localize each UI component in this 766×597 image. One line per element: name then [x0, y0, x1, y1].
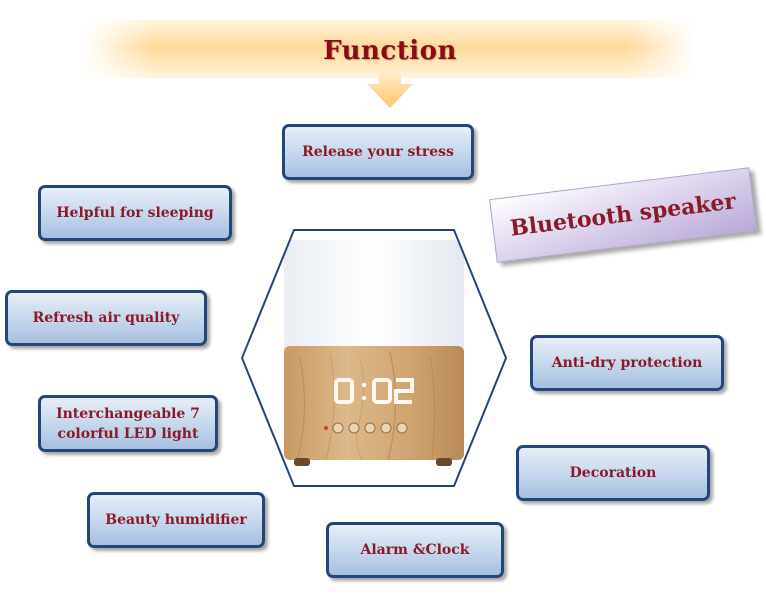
feature-label-line-1: Interchangeable 7	[56, 405, 200, 422]
feature-label: Alarm &Clock	[360, 541, 470, 558]
feature-label: Refresh air quality	[32, 309, 180, 326]
feature-label-line-2: colorful LED light	[57, 425, 199, 442]
banner-arrow-icon	[367, 70, 413, 108]
feature-label: Decoration	[569, 464, 657, 481]
feature-label: Release your stress	[302, 143, 454, 160]
bluetooth-speaker-tag: Bluetooth speaker	[489, 167, 757, 263]
page-title: Function	[323, 36, 457, 66]
feature-beauty-humidifier: Beauty humidifier	[87, 492, 265, 548]
feature-alarm-clock: Alarm &Clock	[326, 522, 504, 578]
title-banner	[84, 20, 696, 78]
feature-label: Helpful for sleeping	[56, 204, 214, 221]
feature-label: Anti-dry protection	[551, 354, 703, 371]
feature-led-light: Interchangeable 7 colorful LED light	[38, 395, 218, 452]
bluetooth-speaker-label: Bluetooth speaker	[508, 188, 738, 242]
feature-refresh-air: Refresh air quality	[5, 290, 207, 346]
clock-display-icon	[334, 378, 414, 404]
feature-decoration: Decoration	[516, 445, 710, 501]
feature-helpful-sleeping: Helpful for sleeping	[38, 185, 232, 241]
feature-label: Beauty humidifier	[105, 511, 247, 528]
feature-release-stress: Release your stress	[282, 124, 474, 180]
feature-anti-dry: Anti-dry protection	[530, 335, 724, 391]
product-image	[240, 229, 508, 487]
